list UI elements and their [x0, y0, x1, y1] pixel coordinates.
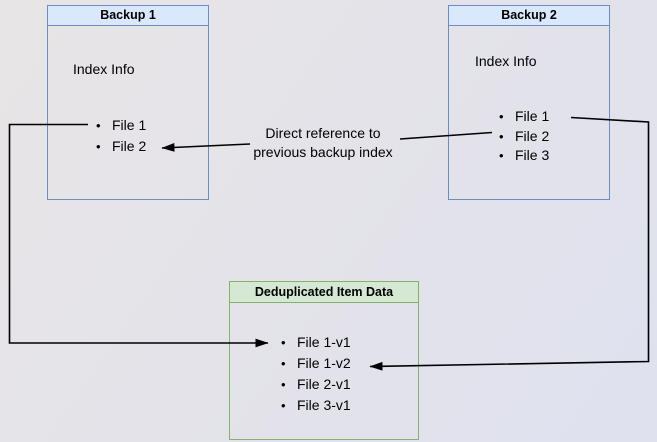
node-backup2-title: Backup 2	[449, 6, 609, 26]
node-backup1-subtitle: Index Info	[73, 61, 135, 77]
list-item: • File 2	[499, 127, 549, 147]
edge-label-direct-reference: Direct reference to previous backup inde…	[238, 124, 408, 162]
file-label: File 2	[112, 138, 147, 154]
bullet-icon: •	[96, 118, 101, 133]
file-label: File 1-v2	[297, 355, 351, 371]
bullet-icon: •	[281, 398, 286, 413]
dedup-file-list: • File 1-v1 • File 1-v2 • File 2-v1 • File 3…	[281, 332, 351, 416]
bullet-icon: •	[281, 335, 286, 350]
list-item: • File 1-v1	[281, 332, 351, 353]
list-item: • File 1	[499, 107, 549, 127]
file-label: File 1	[515, 108, 550, 124]
file-label: File 3	[515, 147, 550, 163]
node-dedup-title: Deduplicated Item Data	[230, 282, 418, 303]
edge-label-line1: Direct reference to	[265, 125, 381, 141]
node-backup2: Backup 2 Index Info • File 1 • File 2 • Fil…	[448, 5, 610, 200]
node-dedup-item-data: Deduplicated Item Data • File 1-v1 • File …	[229, 281, 419, 440]
bullet-icon: •	[96, 139, 101, 154]
node-backup2-subtitle: Index Info	[475, 53, 537, 69]
file-label: File 1-v1	[297, 334, 351, 350]
list-item: • File 3-v1	[281, 395, 351, 416]
list-item: • File 1-v2	[281, 353, 351, 374]
list-item: • File 1	[96, 115, 146, 136]
bullet-icon: •	[281, 356, 286, 371]
node-backup1-title: Backup 1	[48, 6, 208, 26]
bullet-icon: •	[499, 109, 504, 124]
bullet-icon: •	[499, 128, 504, 144]
edge-label-line2: previous backup index	[253, 144, 393, 160]
file-label: File 2	[515, 127, 550, 144]
bullet-icon: •	[281, 377, 286, 392]
list-item: • File 3	[499, 146, 549, 166]
file-label: File 1	[112, 117, 147, 133]
bullet-icon: •	[499, 148, 504, 163]
file-label: File 2-v1	[297, 376, 351, 392]
backup2-file-list: • File 1 • File 2 • File 3	[499, 107, 549, 166]
backup1-file-list: • File 1 • File 2	[96, 115, 146, 157]
node-backup1: Backup 1 Index Info • File 1 • File 2	[47, 5, 209, 200]
file-label: File 3-v1	[297, 397, 351, 413]
list-item: • File 2	[96, 136, 146, 157]
list-item: • File 2-v1	[281, 374, 351, 395]
